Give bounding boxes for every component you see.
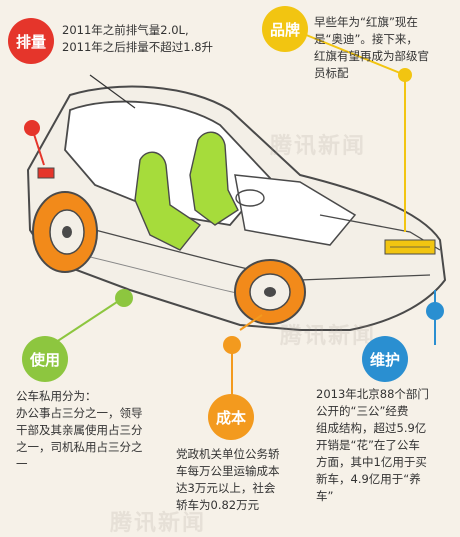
maintenance-line-4: 开销是“花”在了公车: [316, 438, 420, 452]
usage-line-1: 公车私用分为：: [16, 389, 97, 403]
watermark-1: 腾讯新闻: [270, 134, 367, 159]
usage-text: 公车私用分为： 办公事占三分之一，领导 干部及其亲属使用占三分 之一，司机私用占…: [16, 388, 143, 473]
maintenance-line-7: 车”: [316, 489, 334, 503]
emission-line-1: 2011年之前排气量2.0L,: [62, 23, 189, 37]
maintenance-badge: 维护: [362, 336, 408, 382]
front-seat: [189, 131, 239, 226]
brand-label: 品牌: [269, 20, 300, 39]
usage-line-5: 一: [16, 457, 28, 471]
maintenance-label: 维护: [369, 350, 400, 369]
brand-line-3: 红旗有望再成为部级官: [314, 49, 429, 63]
maintenance-line-2: 公开的“三公”经费: [316, 404, 409, 418]
cost-line-2: 车每万公里运输成本: [176, 464, 280, 478]
cost-line-1: 党政机关单位公务轿: [176, 447, 280, 461]
emission-badge: 排量: [8, 18, 54, 64]
maintenance-line-3: 组成结构，超过5.9亿: [316, 421, 427, 435]
usage-label: 使用: [29, 350, 60, 369]
watermark-2: 腾讯新闻: [280, 324, 377, 349]
car-windshield: [234, 174, 357, 246]
brand-line-2: 是“奥迪”。接下来，: [314, 32, 418, 46]
usage-line-3: 干部及其亲属使用占三分: [16, 423, 143, 437]
maintenance-line-6: 新车，4.9亿用于“养: [316, 472, 421, 486]
cost-label: 成本: [215, 408, 246, 427]
steering-wheel: [235, 189, 265, 207]
brand-line-1: 早些年为“红旗”现在: [314, 15, 418, 29]
cost-line-4: 轿车为0.82万元: [176, 498, 260, 512]
rear-wheel: [32, 191, 98, 273]
maintenance-line-1: 2013年北京88个部门: [316, 387, 429, 401]
brand-badge: 品牌: [262, 6, 308, 52]
emission-text: 2011年之前排气量2.0L, 2011年之后排量不超过1.8升: [62, 22, 213, 56]
front-wheel: [234, 259, 306, 325]
emission-label: 排量: [15, 32, 46, 51]
rear-seat: [134, 151, 202, 251]
tail-light: [37, 167, 55, 179]
emission-line-2: 2011年之后排量不超过1.8升: [62, 40, 214, 54]
usage-line-2: 办公事占三分之一，领导: [16, 406, 143, 420]
cost-badge: 成本: [208, 394, 254, 440]
brand-line-4: 员标配: [314, 66, 349, 80]
maintenance-text: 2013年北京88个部门 公开的“三公”经费 组成结构，超过5.9亿 开销是“花…: [316, 386, 429, 505]
usage-line-4: 之一，司机私用占三分之: [16, 440, 143, 454]
usage-badge: 使用: [22, 336, 68, 382]
brand-text: 早些年为“红旗”现在 是“奥迪”。接下来， 红旗有望再成为部级官 员标配: [314, 14, 429, 82]
cost-line-3: 达3万元以上，社会: [176, 481, 276, 495]
maintenance-line-5: 方面，其中1亿用于买: [316, 455, 427, 469]
cost-text: 党政机关单位公务轿 车每万公里运输成本 达3万元以上，社会 轿车为0.82万元: [176, 446, 280, 514]
